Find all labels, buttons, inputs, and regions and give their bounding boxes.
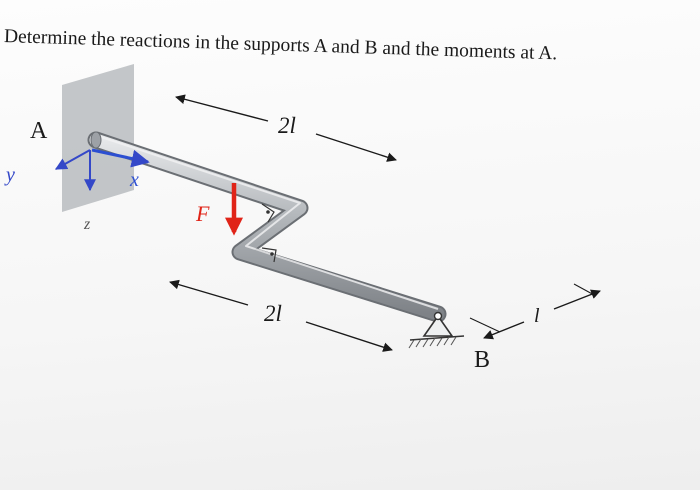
axis-y-arrow <box>54 149 91 170</box>
dimension-top <box>175 94 397 162</box>
force-label: F <box>195 201 210 226</box>
dimension-bottom <box>169 279 393 352</box>
right-angle-marker-upper <box>261 203 275 223</box>
dimension-top-label: 2l <box>278 113 296 138</box>
pin-support-b <box>408 311 465 349</box>
axis-x-label: x <box>129 169 139 191</box>
axis-z-label: z <box>83 216 91 233</box>
axis-x-arrow <box>91 148 150 168</box>
support-a-label: A <box>30 118 48 144</box>
axis-y-label: y <box>4 164 15 186</box>
coordinate-axes <box>54 148 150 192</box>
dimension-right-label: l <box>534 305 540 327</box>
support-b-label: B <box>474 347 490 373</box>
dimension-bottom-label: 2l <box>264 301 282 326</box>
dimension-right <box>469 283 601 340</box>
right-angle-marker-lower <box>261 247 277 263</box>
beam <box>87 131 447 323</box>
